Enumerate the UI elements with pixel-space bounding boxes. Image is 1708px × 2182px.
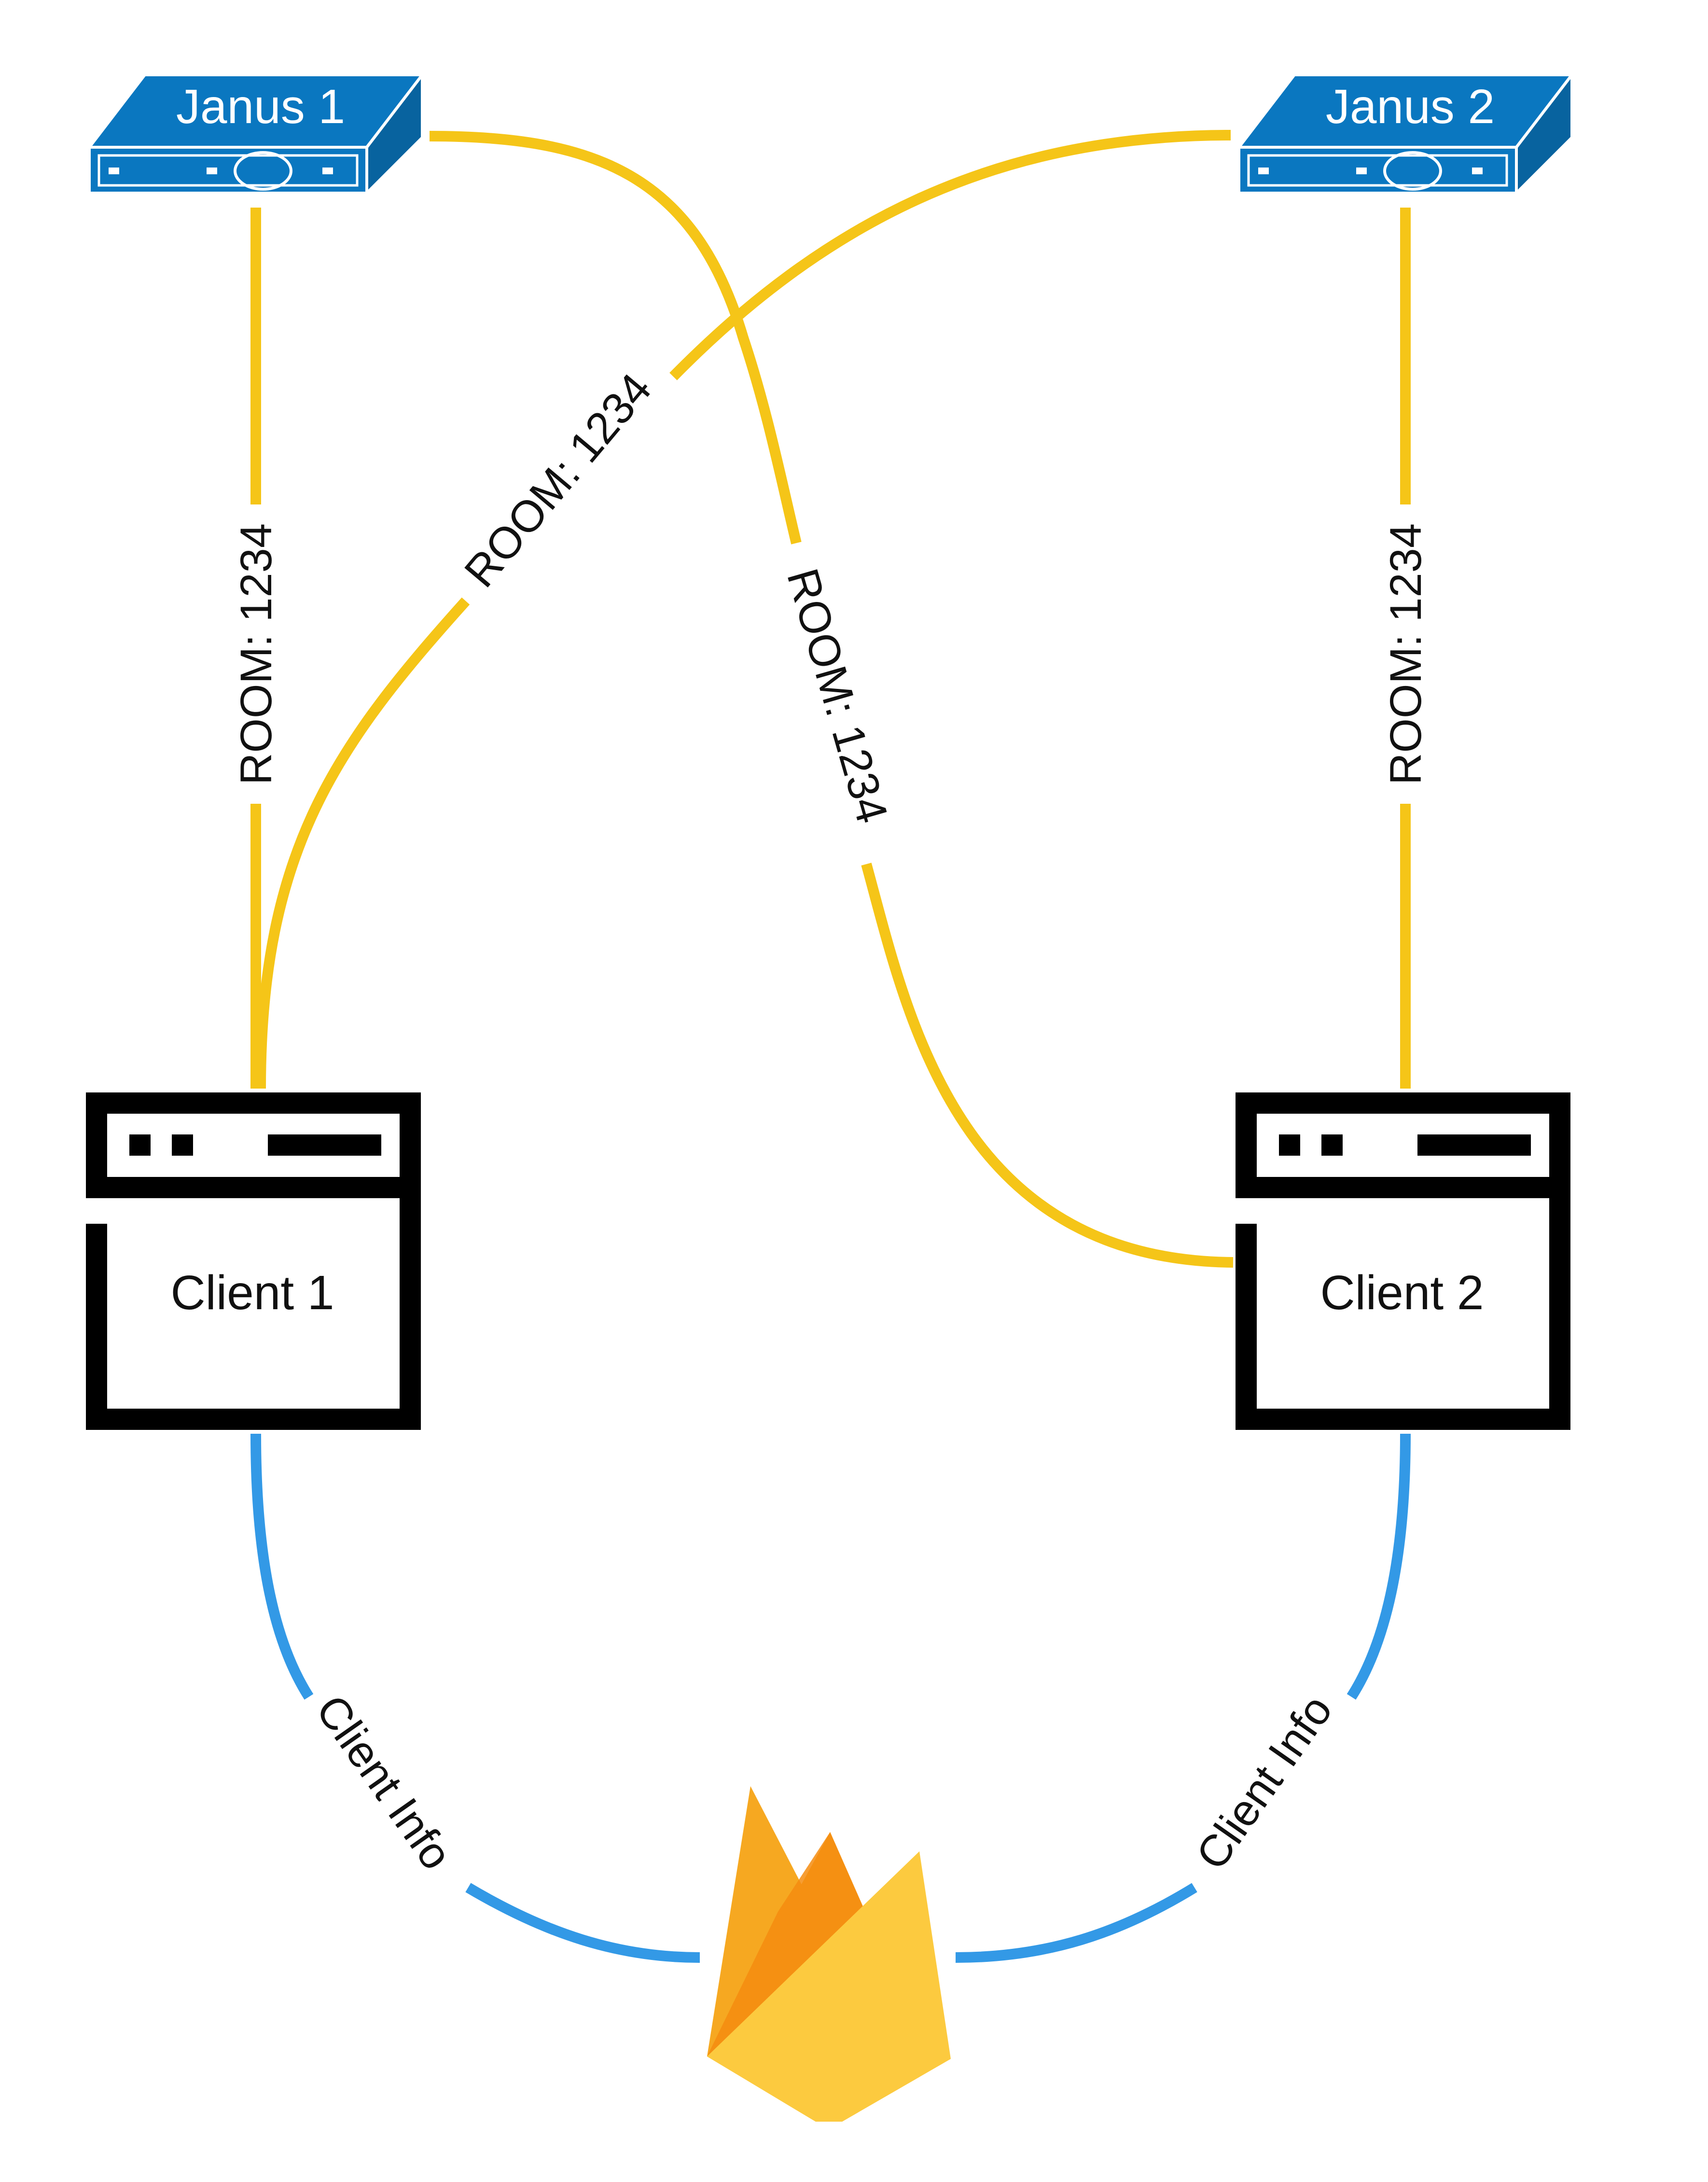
room-line-janus1-client2-lower xyxy=(861,863,1234,1268)
network-appliance-icon xyxy=(86,70,426,197)
client-1-label: Client 1 xyxy=(170,1266,334,1320)
info-connections xyxy=(250,1433,1411,1963)
room-line-janus2-client1-upper xyxy=(669,130,1231,380)
janus-1-label: Janus 1 xyxy=(176,80,345,134)
window-dot-icon xyxy=(172,1134,193,1156)
browser-window-icon xyxy=(1236,1092,1570,1430)
room-connections xyxy=(250,130,1411,1268)
browser-window-icon xyxy=(86,1092,421,1430)
client-2-node: Client 2 xyxy=(1236,1092,1570,1430)
window-dot-icon xyxy=(129,1134,151,1156)
janus-1-server: Janus 1 xyxy=(86,70,426,197)
window-dot-icon xyxy=(1321,1134,1343,1156)
room-line-janus2-client1-lower xyxy=(255,597,470,1089)
client-2-label: Client 2 xyxy=(1320,1266,1484,1320)
janus-2-server: Janus 2 xyxy=(1236,70,1575,197)
room-line-janus1-client2-upper xyxy=(429,131,802,545)
network-appliance-icon xyxy=(1236,70,1575,197)
info-label-client1: Client Info xyxy=(306,1686,461,1878)
room-label-janus1-client1: ROOM: 1234 xyxy=(232,523,281,785)
room-label-janus2-client2: ROOM: 1234 xyxy=(1381,523,1430,785)
window-dot-icon xyxy=(1279,1134,1300,1156)
info-line-client2-lower xyxy=(955,1883,1197,1963)
room-label-janus2-client1: ROOM: 1234 xyxy=(455,364,661,597)
info-label-client2: Client Info xyxy=(1187,1686,1342,1878)
window-address-bar-icon xyxy=(268,1134,381,1156)
info-line-client2-upper xyxy=(1347,1433,1411,1700)
client-1-node: Client 1 xyxy=(86,1092,421,1430)
window-address-bar-icon xyxy=(1417,1134,1531,1156)
info-line-client1-upper xyxy=(250,1433,314,1700)
janus-2-label: Janus 2 xyxy=(1326,80,1495,134)
firebase-flame-icon xyxy=(707,1786,951,2122)
info-line-client1-lower xyxy=(465,1883,700,1963)
room-label-janus1-client2: ROOM: 1234 xyxy=(778,563,897,828)
